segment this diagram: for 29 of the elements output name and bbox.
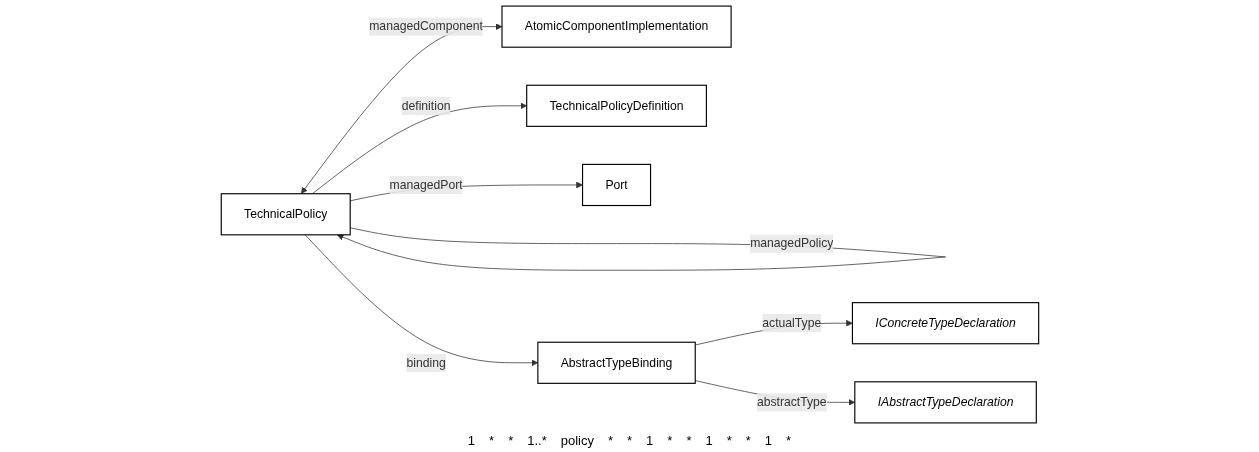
node-box: TechnicalPolicy — [220, 193, 351, 236]
multiplicity-label: 1 — [467, 433, 476, 448]
multiplicity-label: * — [627, 433, 633, 448]
edge-label: managedPolicy — [749, 236, 833, 250]
multiplicity-label: * — [608, 433, 614, 448]
multiplicity-label: * — [786, 433, 792, 448]
multiplicity-label: * — [489, 433, 495, 448]
edge-label: managedComponent — [368, 19, 483, 33]
edge-label: actualType — [761, 316, 821, 330]
multiplicity-label: 1 — [764, 433, 773, 448]
multiplicity-label: 1..* — [527, 433, 547, 448]
edge-label: managedPort — [389, 178, 463, 192]
node-box: Port — [581, 163, 651, 207]
multiplicity-label: * — [745, 433, 751, 448]
node-box: IAbstractTypeDeclaration — [853, 381, 1037, 424]
multiplicity-label: 1 — [646, 433, 654, 448]
multiplicity-label: * — [686, 433, 692, 448]
node-box: AbstractTypeBinding — [536, 341, 696, 384]
multiplicity-label: * — [508, 433, 514, 448]
multiplicity-label: policy — [560, 433, 594, 448]
multiplicity-label: * — [726, 433, 732, 448]
node-box: TechnicalPolicyDefinition — [525, 84, 707, 127]
node-box: AtomicComponentImplementation — [500, 5, 732, 48]
node-box: IConcreteTypeDeclaration — [851, 302, 1039, 345]
edge-label: definition — [401, 98, 450, 112]
multiplicity-label: 1 — [705, 433, 713, 448]
edge-label: abstractType — [756, 395, 827, 409]
edge-label: binding — [405, 355, 446, 369]
multiplicity-label: * — [667, 433, 673, 448]
